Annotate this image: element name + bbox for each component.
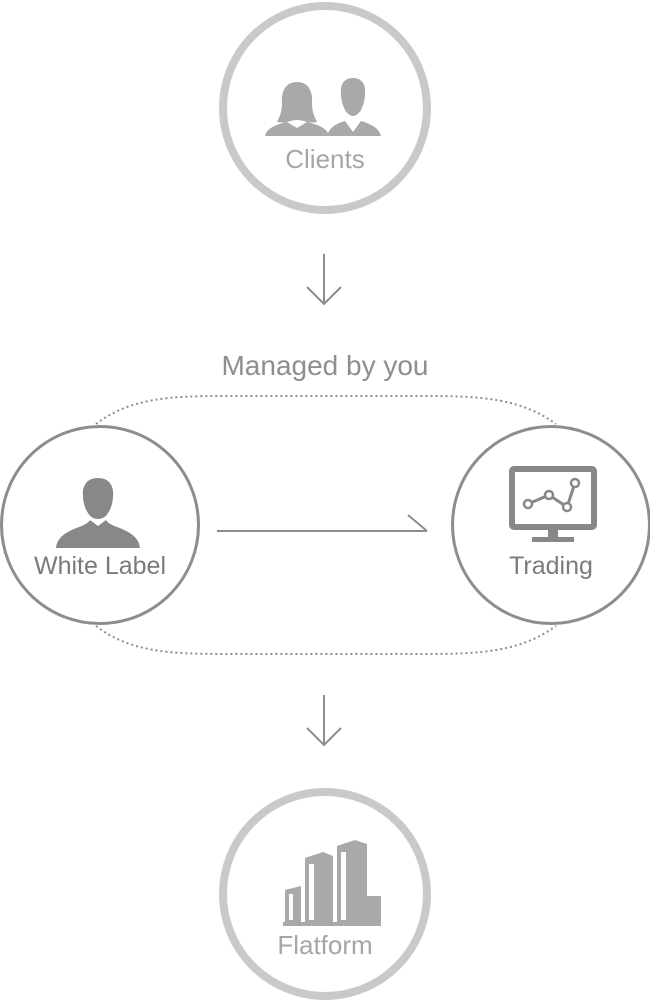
buildings-icon bbox=[283, 840, 381, 926]
platform-node: Flatform bbox=[219, 788, 431, 1000]
arrow-down-top bbox=[306, 254, 342, 306]
arrow-right bbox=[217, 514, 428, 532]
person-icon bbox=[56, 478, 140, 548]
platform-label: Flatform bbox=[277, 930, 373, 960]
clients-node: Clients bbox=[219, 2, 431, 214]
white-label-node: White Label bbox=[0, 425, 200, 625]
trading-label: Trading bbox=[509, 552, 593, 580]
arrow-down-bottom bbox=[306, 695, 342, 747]
trading-node: Trading bbox=[451, 425, 650, 625]
managed-group-label: Managed by you bbox=[221, 350, 429, 381]
trading-monitor-icon bbox=[509, 466, 597, 542]
clients-label: Clients bbox=[285, 144, 365, 174]
clients-icon bbox=[265, 78, 381, 136]
white-label-label: White Label bbox=[33, 552, 167, 580]
